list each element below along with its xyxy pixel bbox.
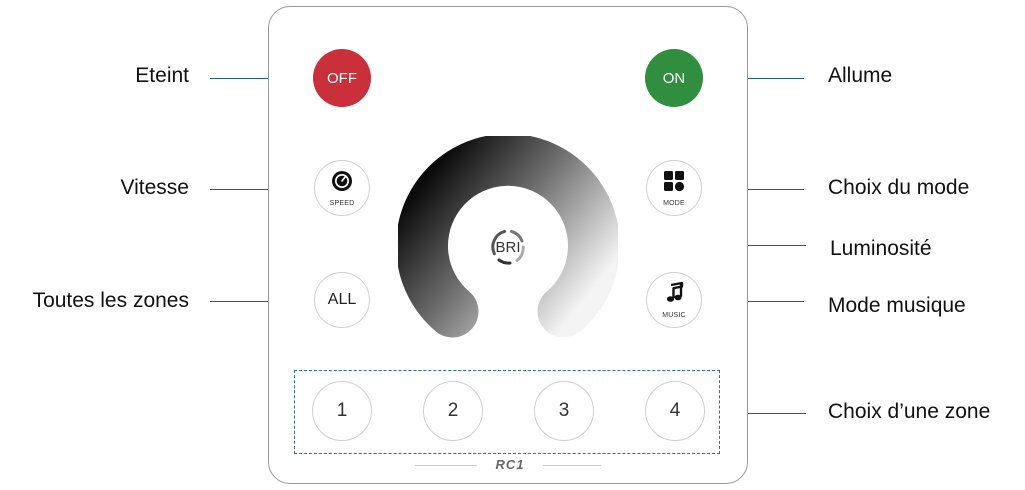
zone-2-button[interactable]: 2 [423,381,483,441]
off-button[interactable]: OFF [313,49,371,107]
all-zones-button-label: ALL [327,291,357,308]
annotation-brightness: Luminosité [830,237,932,260]
speed-button[interactable]: SPEED [314,160,370,216]
zone-1-label: 1 [336,400,348,421]
mode-button[interactable]: MODE [646,160,702,216]
leader-music [704,301,804,302]
zone-1-button[interactable]: 1 [312,381,372,441]
all-zones-button[interactable]: ALL [314,272,370,328]
annotation-music: Mode musique [828,294,966,317]
annotation-all: Toutes les zones [32,289,189,312]
speedometer-icon [331,170,353,197]
zone-4-button[interactable]: 4 [645,381,705,441]
brand-logo: RC1 [495,457,525,472]
on-button[interactable]: ON [645,49,703,107]
brightness-ring-icon [491,229,525,265]
logo-divider-right [543,465,601,466]
off-button-label: OFF [327,69,357,87]
music-note-icon [663,281,685,309]
brightness-center: BRI [480,219,536,275]
speed-button-label: SPEED [329,199,355,207]
on-button-label: ON [662,69,686,87]
brightness-ring[interactable] [396,133,620,356]
zone-2-label: 2 [447,400,459,421]
annotation-off: Eteint [135,64,189,87]
annotation-speed: Vitesse [120,176,190,199]
annotation-zone: Choix d’une zone [828,400,991,423]
annotation-mode: Choix du mode [828,176,970,199]
zone-selection-box [294,370,720,454]
leader-on [704,78,804,79]
leader-zone [721,413,806,414]
zone-4-label: 4 [669,400,681,421]
music-button[interactable]: MUSIC [646,272,702,328]
leader-off [210,78,313,79]
brightness-label: BRI [495,238,521,256]
zone-3-label: 3 [558,400,570,421]
mode-button-label: MODE [663,199,685,207]
logo-divider-left [415,465,477,466]
leader-all [210,301,313,302]
music-button-label: MUSIC [662,311,686,319]
zone-3-button[interactable]: 3 [534,381,594,441]
leader-mode [704,189,804,190]
grid-icon [663,170,685,197]
leader-speed [210,189,313,190]
annotation-on: Allume [828,64,893,87]
